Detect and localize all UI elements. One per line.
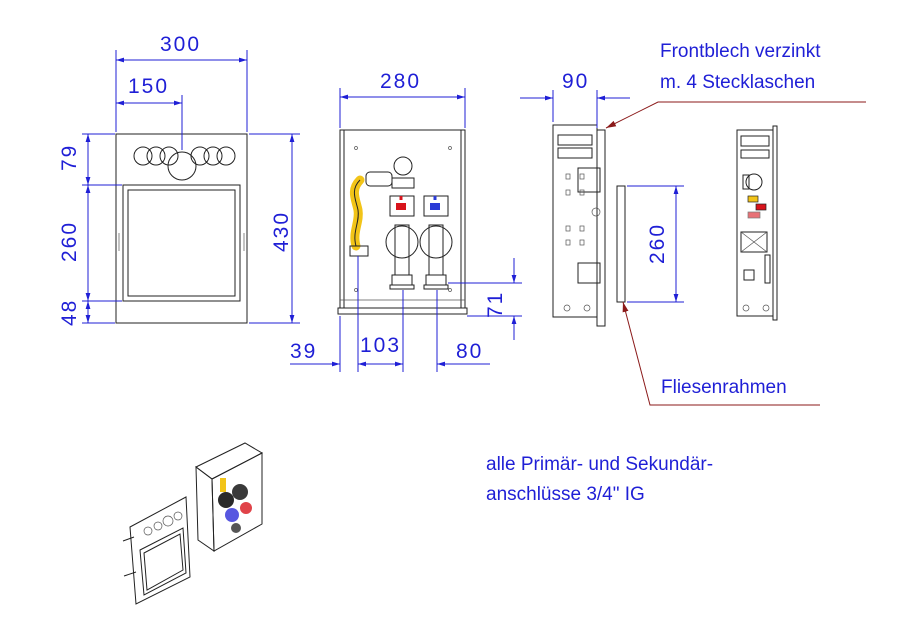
dim-front-bottom: 48	[58, 299, 81, 326]
side-dimensions: 90 260	[520, 70, 684, 303]
blue-valve	[430, 196, 440, 210]
dim-front-height: 430	[270, 211, 293, 252]
iso-hydraulics	[218, 478, 252, 533]
section-view	[736, 125, 778, 321]
front-view	[115, 133, 248, 324]
dim-front-top: 79	[58, 144, 81, 171]
red-valve	[396, 196, 406, 210]
label-fliesenrahmen: Fliesenrahmen	[661, 377, 787, 398]
dim-bottom-mid: 103	[360, 334, 401, 357]
dim-bottom-right: 80	[456, 340, 483, 363]
dim-front-half: 150	[128, 75, 169, 98]
dim-front-frame: 260	[58, 221, 81, 262]
label-frontblech-line1: Frontblech verzinkt	[660, 41, 821, 62]
box-view	[337, 129, 468, 315]
isometric-view	[122, 442, 264, 605]
dim-bottom-height: 71	[484, 291, 507, 318]
side-view	[552, 124, 626, 327]
label-frontblech-line2: m. 4 Stecklaschen	[660, 72, 815, 93]
note-line2: anschlüsse 3/4" IG	[486, 484, 645, 505]
dim-bottom-left: 39	[290, 340, 317, 363]
dim-front-width: 300	[160, 33, 201, 56]
dim-box-width: 280	[380, 70, 421, 93]
front-dimensions: 300 150 79 260 48 430	[58, 33, 300, 326]
dim-tile-frame: 260	[646, 223, 669, 264]
box-dimensions: 280 39 103 80 71	[290, 70, 522, 372]
dim-side-depth: 90	[562, 70, 589, 93]
leaders	[605, 101, 866, 406]
note-line1: alle Primär- und Sekundär-	[486, 454, 713, 475]
side-markers	[565, 173, 585, 246]
front-holes	[133, 146, 236, 181]
